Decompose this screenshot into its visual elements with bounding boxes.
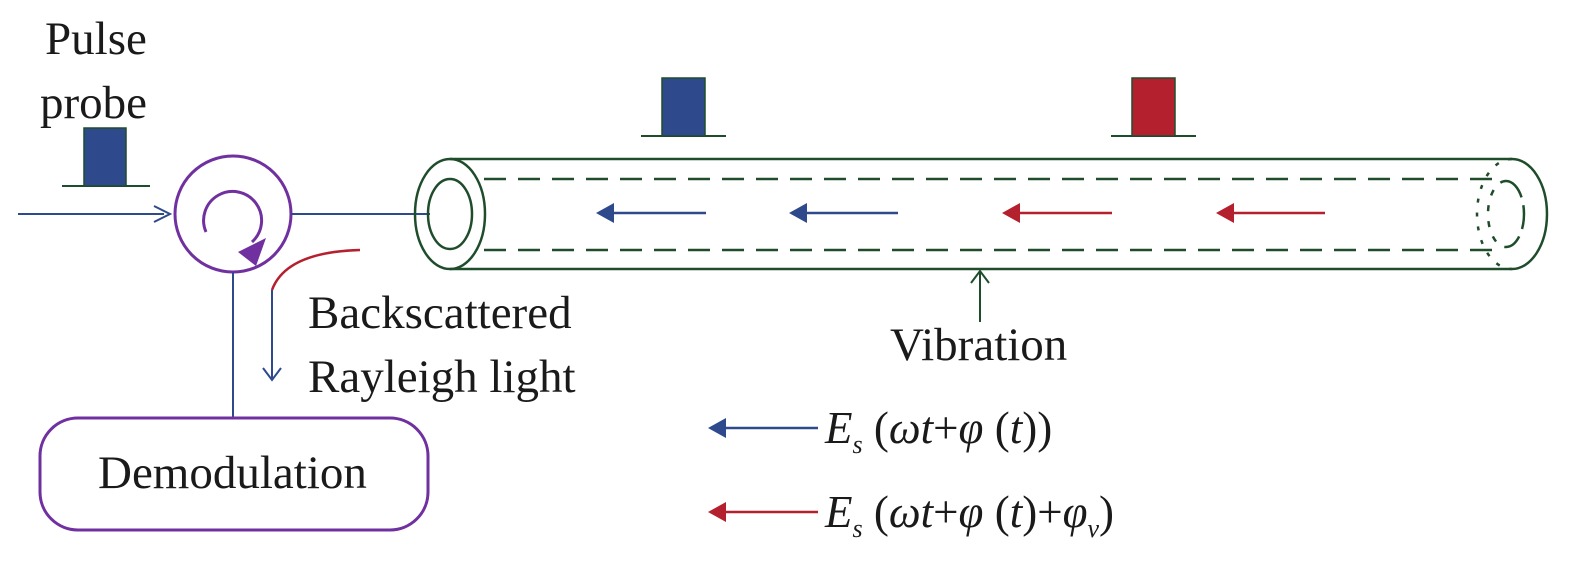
formula-e: E (825, 487, 853, 537)
input-fiber-line (18, 205, 173, 223)
vibration-arrow (970, 269, 990, 322)
legend-red-arrow (708, 502, 818, 522)
circulator (173, 154, 293, 274)
backscattered-label-line1: Backscattered (308, 287, 572, 339)
legend-blue-formula: Es (ωt+φ (t)) (825, 403, 1053, 459)
blue-pulse-on-fiber (641, 77, 726, 137)
red-arrow-1 (1002, 203, 1112, 223)
demodulation-box (38, 416, 430, 532)
input-pulse (62, 127, 150, 187)
fiber-cylinder (413, 157, 1549, 271)
pulse-label-line1: Pulse (45, 13, 147, 65)
blue-arrow-2 (789, 203, 898, 223)
backscattered-label-line2: Rayleigh light (308, 351, 576, 403)
demodulation-label: Demodulation (98, 447, 367, 499)
formula-sub: s (852, 514, 863, 543)
pulse-label-line2: probe (40, 77, 148, 129)
red-arrow-2 (1216, 203, 1325, 223)
formula-e: E (825, 403, 853, 453)
legend-red-formula: Es (ωt+φ (t)+φv) (825, 487, 1115, 543)
red-pulse-on-fiber (1111, 77, 1196, 137)
blue-arrow-1 (596, 203, 706, 223)
vibration-label: Vibration (890, 319, 1068, 371)
formula-sub: s (852, 430, 863, 459)
backscatter-arrow (262, 248, 361, 382)
legend-blue-arrow (708, 418, 818, 438)
